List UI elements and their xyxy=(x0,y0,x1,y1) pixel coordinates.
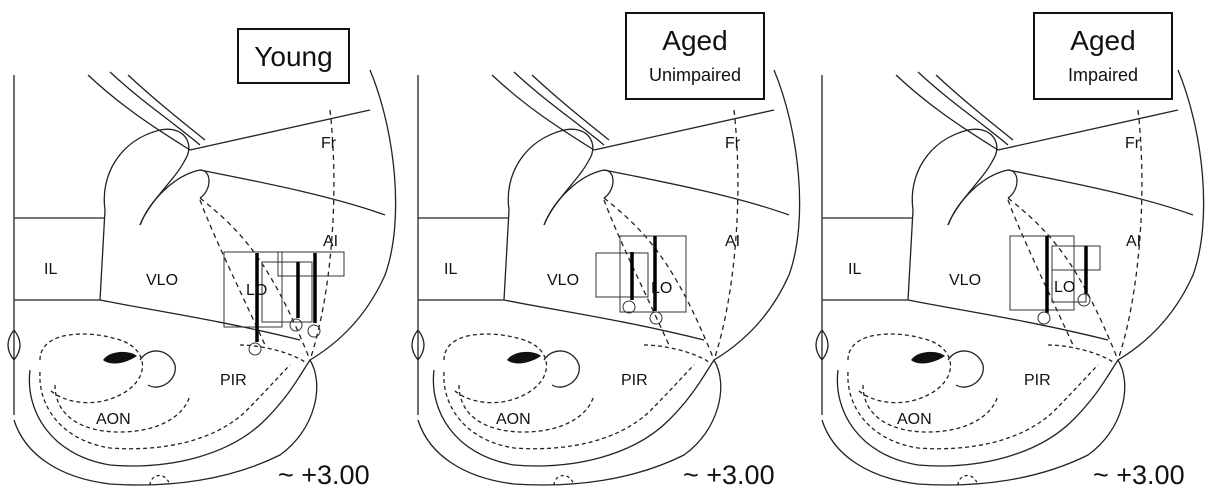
stereotaxic-coordinate: ~ +3.00 xyxy=(683,461,775,489)
panel-title-box: Aged Impaired xyxy=(1033,12,1173,100)
region-label-vlo: VLO xyxy=(146,273,178,289)
region-label-il: IL xyxy=(444,262,457,278)
panel-subtitle: Impaired xyxy=(1035,64,1171,86)
stereotaxic-coordinate: ~ +3.00 xyxy=(278,461,370,489)
panel-aged-impaired: Aged Impaired Fr AI IL VLO LO PIR AON ~ … xyxy=(808,0,1212,496)
ventricle-mark xyxy=(911,352,945,364)
region-label-pir: PIR xyxy=(621,373,648,389)
region-label-pir: PIR xyxy=(1024,373,1051,389)
panel-title-box: Aged Unimpaired xyxy=(625,12,765,100)
region-label-ai: AI xyxy=(725,234,740,250)
ventricle-mark xyxy=(507,352,541,364)
panel-title: Young xyxy=(239,42,348,72)
region-label-fr: Fr xyxy=(321,136,336,152)
electrode-tracks-aged-unimpaired xyxy=(596,236,686,324)
region-label-il: IL xyxy=(44,262,57,278)
region-label-fr: Fr xyxy=(1125,136,1140,152)
ventricle-mark xyxy=(103,352,137,364)
region-label-lo: LO xyxy=(246,283,267,299)
panel-title: Aged xyxy=(1035,26,1171,56)
region-label-ai: AI xyxy=(1126,234,1141,250)
panel-title-box: Young xyxy=(237,28,350,84)
region-label-lo: LO xyxy=(1054,280,1075,296)
panel-aged-unimpaired: Aged Unimpaired Fr AI IL VLO LO PIR AON … xyxy=(404,0,808,496)
electrode-tracks-young xyxy=(224,252,344,355)
region-label-aon: AON xyxy=(897,412,932,428)
panel-title: Aged xyxy=(627,26,763,56)
region-label-lo: LO xyxy=(651,281,672,297)
region-label-aon: AON xyxy=(96,412,131,428)
panel-subtitle: Unimpaired xyxy=(627,64,763,86)
region-label-ai: AI xyxy=(323,234,338,250)
region-label-vlo: VLO xyxy=(547,273,579,289)
region-label-aon: AON xyxy=(496,412,531,428)
region-label-fr: Fr xyxy=(725,136,740,152)
region-label-pir: PIR xyxy=(220,373,247,389)
stereotaxic-coordinate: ~ +3.00 xyxy=(1093,461,1185,489)
panel-young: Young Fr AI IL VLO LO PIR AON ~ +3.00 xyxy=(0,0,404,496)
region-label-vlo: VLO xyxy=(949,273,981,289)
region-label-il: IL xyxy=(848,262,861,278)
